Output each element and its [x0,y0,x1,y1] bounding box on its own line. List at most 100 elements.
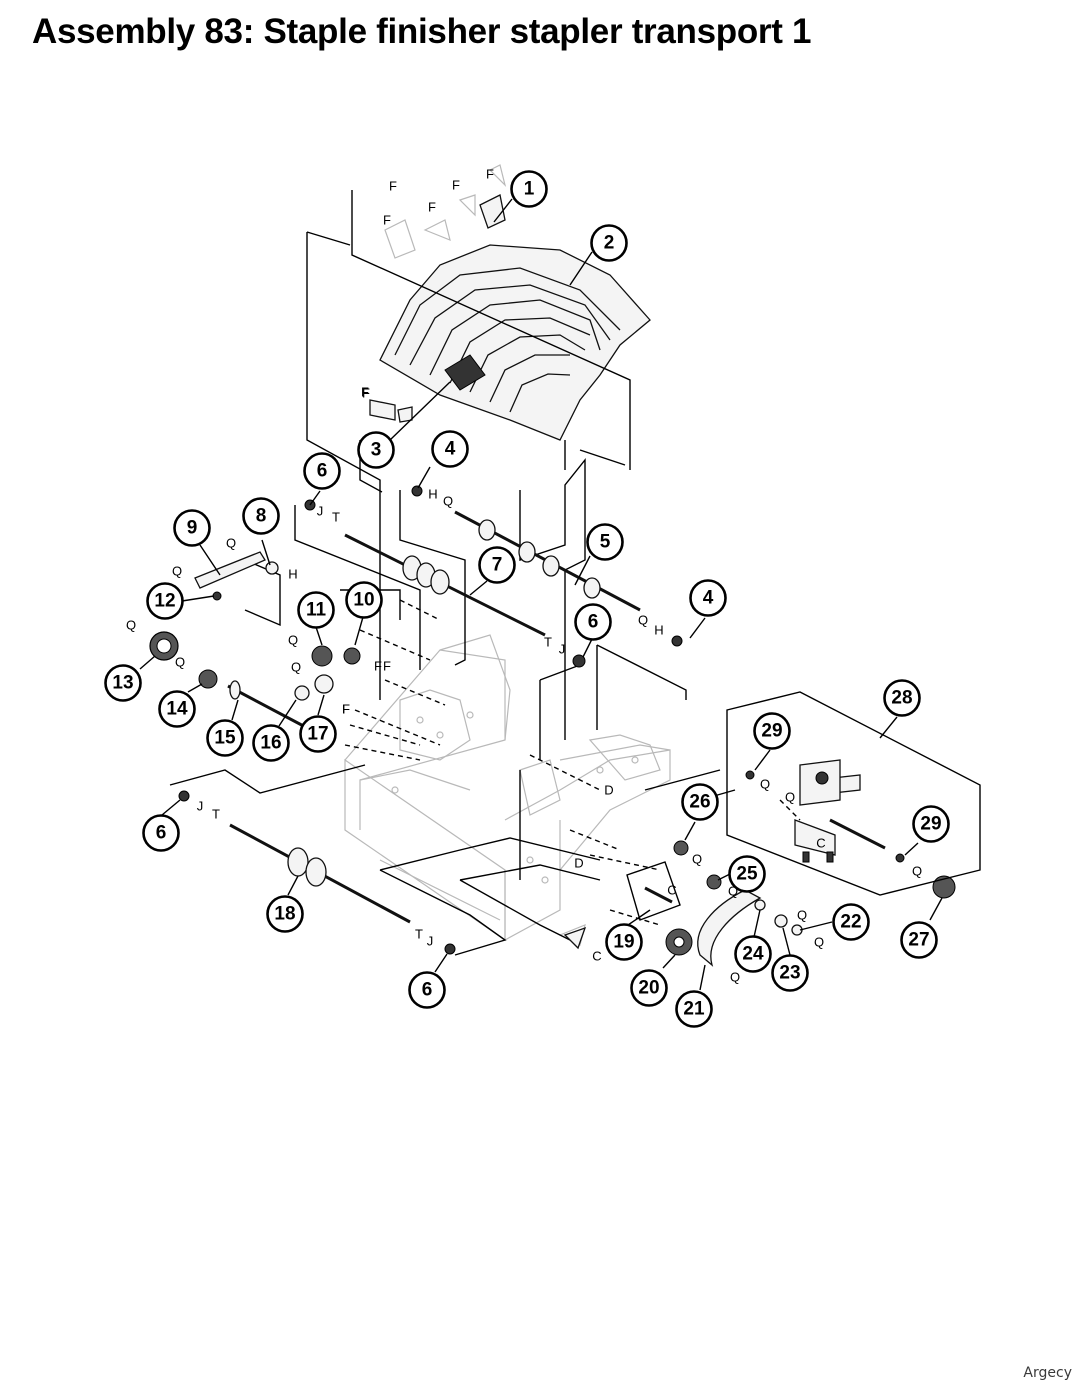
callout-6: 6 [142,814,180,852]
svg-text:26: 26 [689,792,710,813]
letter-q: Q [730,970,740,985]
callout-28: 28 [883,679,921,717]
callout-16: 16 [252,724,290,762]
reference-lines [169,190,801,956]
callout-24: 24 [734,935,772,973]
letter-q: Q [443,494,453,509]
letter-j: J [559,642,566,657]
callout-2: 2 [590,224,628,262]
svg-text:12: 12 [154,591,175,612]
callout-22: 22 [832,903,870,941]
svg-text:6: 6 [317,461,328,482]
svg-text:15: 15 [214,728,236,749]
svg-text:1: 1 [524,179,535,200]
svg-text:6: 6 [156,823,167,844]
letter-q: Q [912,864,922,879]
callout-19: 19 [605,923,643,961]
letter-q: Q [291,660,301,675]
letter-f: F [374,659,382,674]
svg-text:4: 4 [445,439,456,460]
reference-letters: F F F F F F F F H Q J T Q Q H Q Q Q Q F … [126,167,922,985]
svg-text:6: 6 [422,980,433,1001]
callout-6: 6 [408,971,446,1009]
svg-text:23: 23 [779,963,800,984]
callout-4: 4 [431,430,469,468]
callout-7: 7 [478,546,516,584]
callout-18: 18 [266,895,304,933]
letter-f: F [342,702,350,717]
svg-text:22: 22 [840,912,861,933]
svg-text:16: 16 [260,733,281,754]
svg-text:18: 18 [274,904,295,925]
callout-25: 25 [728,855,766,893]
letter-q: Q [226,536,236,551]
svg-text:2: 2 [604,233,615,254]
svg-text:21: 21 [683,999,705,1020]
callout-26: 26 [681,783,719,821]
svg-text:10: 10 [353,590,374,611]
callout-11: 11 [297,591,335,629]
letter-t: T [212,807,220,822]
letter-q: Q [814,935,824,950]
callout-13: 13 [104,664,142,702]
svg-text:5: 5 [600,532,611,553]
letter-f: F [428,200,436,215]
svg-text:6: 6 [588,612,599,633]
letter-f: F [389,179,397,194]
letter-d: D [574,856,583,871]
callout-17: 17 [299,715,337,753]
callout-10: 10 [345,581,383,619]
letter-q: Q [785,790,795,805]
letter-c: C [816,836,825,851]
callout-1: 1 [510,170,548,208]
letter-j: J [427,934,434,949]
callout-8: 8 [242,497,280,535]
svg-text:11: 11 [306,600,327,621]
letter-f: F [383,659,391,674]
letter-q: Q [172,564,182,579]
letter-f: F [361,385,369,400]
letter-q: Q [175,655,185,670]
letter-t: T [544,635,552,650]
shafts-and-rollers [194,510,886,967]
letter-f: F [383,213,391,228]
callout-9: 9 [173,509,211,547]
callout-6: 6 [303,452,341,490]
letter-f: F [342,702,350,717]
letter-q: Q [288,633,298,648]
letter-h: H [654,623,663,638]
page-title: Assembly 83: Staple finisher stapler tra… [32,12,812,51]
letter-h: H [428,487,437,502]
svg-text:13: 13 [112,673,133,694]
letter-q: Q [638,613,648,628]
callout-21: 21 [675,990,713,1028]
callout-leaders [139,198,943,991]
callout-6: 6 [574,603,612,641]
frame-chassis [344,634,671,946]
callout-14: 14 [158,690,196,728]
svg-text:28: 28 [891,688,912,709]
svg-text:29: 29 [761,721,782,742]
letter-t: T [332,510,340,525]
svg-text:20: 20 [638,978,659,999]
svg-text:27: 27 [908,930,929,951]
letter-f: F [486,167,494,182]
letter-h: H [288,567,297,582]
svg-text:19: 19 [613,932,634,953]
callout-29: 29 [753,712,791,750]
svg-text:29: 29 [920,814,941,835]
callout-20: 20 [630,969,668,1007]
letter-q: Q [797,908,807,923]
callout-5: 5 [586,523,624,561]
callout-3: 3 [357,431,395,469]
callout-15: 15 [206,719,244,757]
callout-29: 29 [912,805,950,843]
callout-12: 12 [146,582,184,620]
callout-4: 4 [689,579,727,617]
callout-27: 27 [900,921,938,959]
svg-text:25: 25 [736,864,758,885]
svg-text:7: 7 [492,555,503,576]
letter-d: D [604,783,613,798]
svg-text:24: 24 [742,944,764,965]
letter-c: C [667,883,676,898]
